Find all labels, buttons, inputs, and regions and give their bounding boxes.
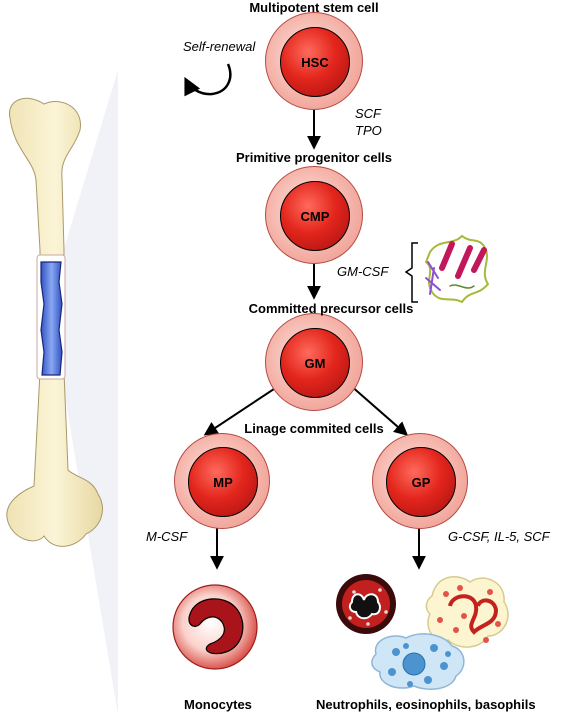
hsc-cell: HSC: [265, 12, 363, 110]
monocytes-label: Monocytes: [184, 697, 252, 712]
gp-nucleus: GP: [386, 447, 456, 517]
gm-csf-protein-icon: [424, 234, 490, 304]
monocyte-cell: [172, 584, 258, 670]
lineage-committed-title: Linage commited cells: [244, 421, 384, 436]
gp-cell: GP: [372, 433, 468, 529]
gm-csf-label: GM-CSF: [337, 264, 389, 279]
self-renewal-label: Self-renewal: [183, 39, 256, 54]
gm-cell: GM: [265, 313, 363, 411]
primitive-progenitor-title: Primitive progenitor cells: [235, 150, 393, 165]
basophil-cell: [371, 633, 465, 690]
mp-cell: MP: [174, 433, 270, 529]
committed-precursor-title: Committed precursor cells: [248, 301, 414, 316]
bone-marrow: [40, 261, 63, 376]
scf-label: SCF: [355, 106, 381, 121]
eosinophil-cell: [425, 576, 509, 648]
g-csf-il5-scf-label: G-CSF, IL-5, SCF: [448, 529, 550, 544]
hsc-nucleus: HSC: [280, 27, 350, 97]
arrow-gm-gp: [349, 384, 409, 436]
gm-csf-bracket: [404, 242, 418, 303]
neutrophil-cell: [336, 574, 396, 634]
cmp-nucleus: CMP: [280, 181, 350, 251]
granulocytes-label: Neutrophils, eosinophils, basophils: [316, 697, 536, 712]
arrow-gm-mp: [203, 384, 281, 436]
cmp-cell: CMP: [265, 166, 363, 264]
projection-wedge: [62, 70, 118, 715]
m-csf-label: M-CSF: [146, 529, 188, 544]
gm-nucleus: GM: [280, 328, 350, 398]
tpo-label: TPO: [355, 123, 382, 138]
mp-nucleus: MP: [188, 447, 258, 517]
self-renewal-arrow: [184, 63, 232, 97]
stem-cell-title: Multipotent stem cell: [249, 0, 379, 15]
